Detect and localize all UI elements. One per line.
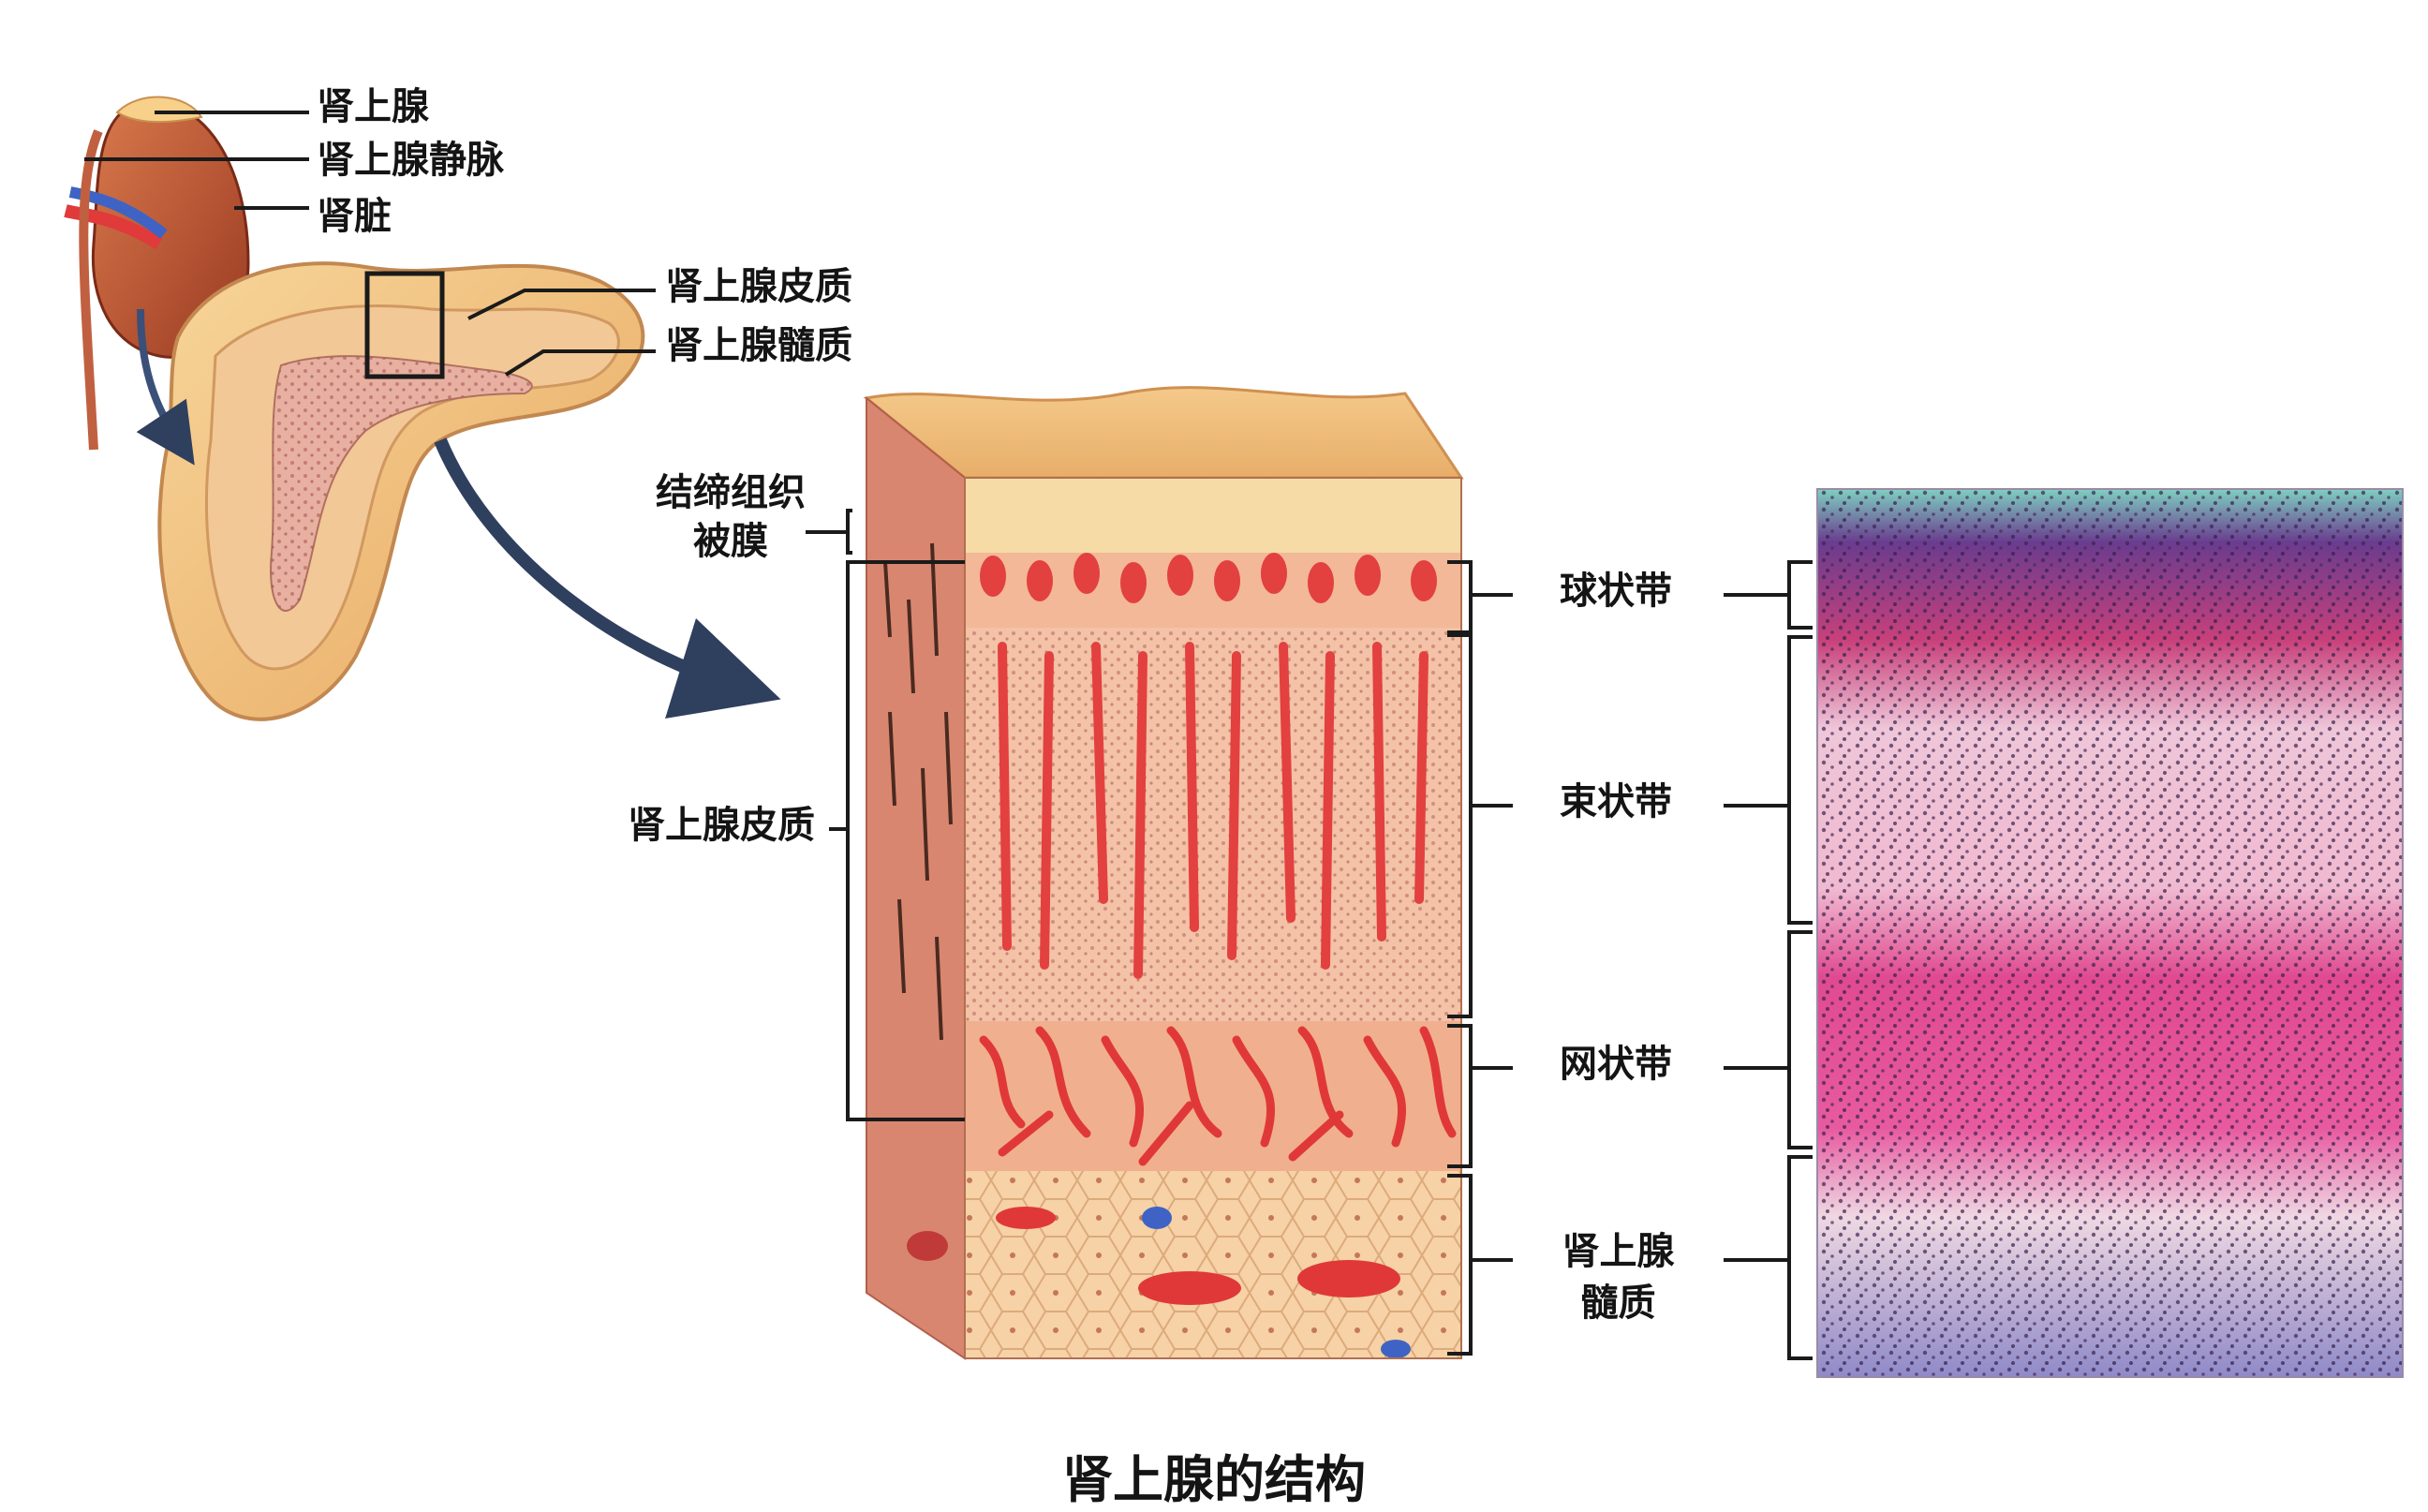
label-adrenal-cortex-side: 肾上腺皮质 bbox=[628, 804, 815, 847]
label-adrenal-cortex-top: 肾上腺皮质 bbox=[665, 265, 852, 308]
gross-leaders bbox=[84, 111, 656, 377]
block-brackets bbox=[806, 509, 1513, 1356]
label-zona-fasciculata: 束状带 bbox=[1560, 780, 1672, 823]
label-medulla-line2: 髓质 bbox=[1580, 1282, 1656, 1325]
label-kidney: 肾脏 bbox=[317, 195, 392, 238]
label-adrenal-gland: 肾上腺 bbox=[317, 85, 429, 128]
label-zona-reticularis: 网状带 bbox=[1560, 1043, 1672, 1086]
micrograph bbox=[1816, 488, 2404, 1378]
label-medulla-line1: 肾上腺 bbox=[1562, 1230, 1675, 1273]
label-adrenal-medulla-top: 肾上腺髓质 bbox=[665, 324, 852, 367]
tissue-block bbox=[863, 386, 1464, 1360]
label-capsule-line1: 结缔组织 bbox=[656, 471, 806, 514]
label-zona-glomerulosa: 球状带 bbox=[1560, 570, 1672, 613]
label-capsule-line2: 被膜 bbox=[693, 520, 768, 563]
micrograph-brackets bbox=[1724, 560, 1813, 1360]
gross-anatomy bbox=[64, 96, 781, 721]
zoom-box bbox=[364, 271, 445, 379]
figure-caption: 肾上腺的结构 bbox=[1062, 1450, 1366, 1509]
label-adrenal-vein: 肾上腺静脉 bbox=[317, 139, 504, 182]
